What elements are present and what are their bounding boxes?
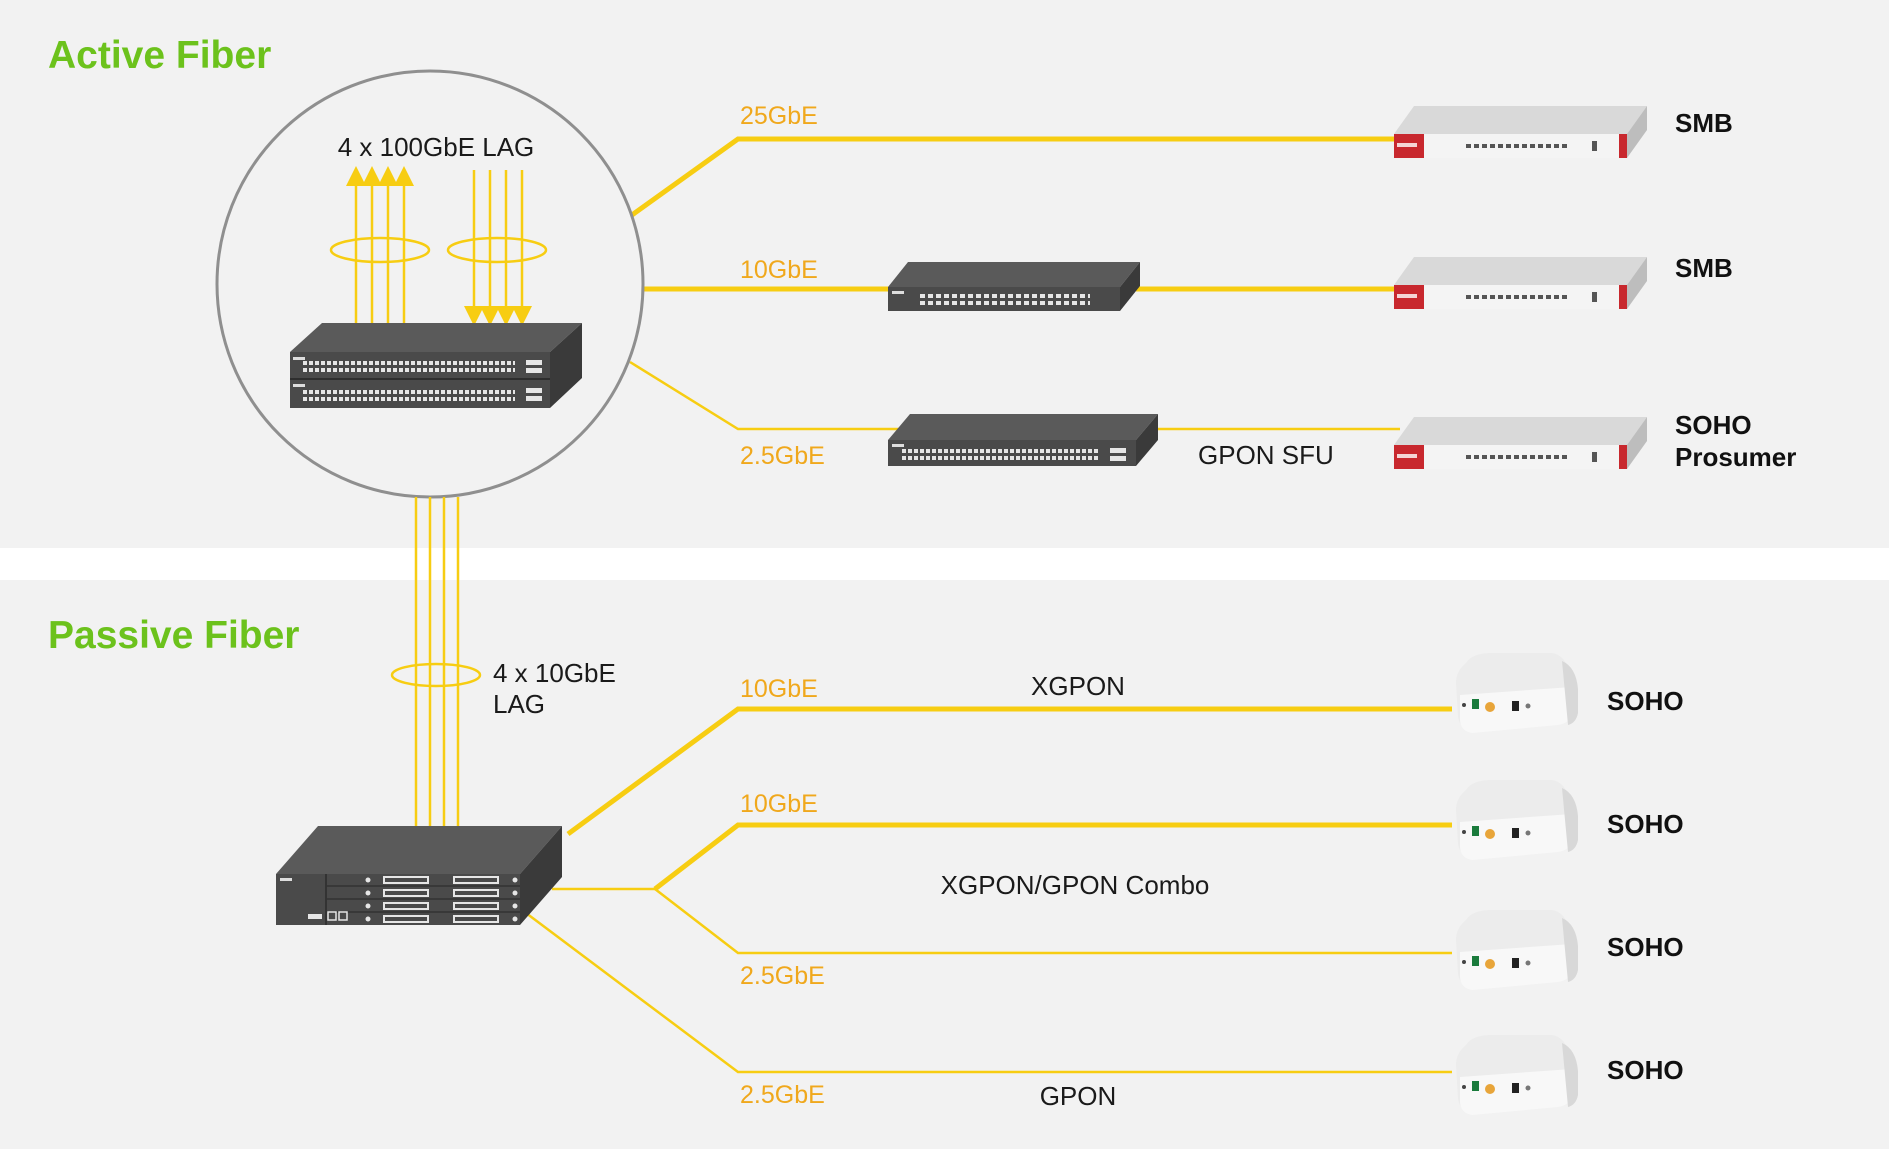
client-label-soho: SOHO [1675,410,1752,440]
access-switch-icon [888,262,1140,311]
lag-up-arrows-icon [346,166,414,324]
gpon-label: GPON [1040,1081,1117,1111]
client-label-soho: SOHO [1607,686,1684,716]
link-2-5gbe [629,360,900,431]
passive-fiber-title: Passive Fiber [48,614,299,657]
speed-label: 2.5GbE [740,962,825,990]
lag-ring-icon [446,236,548,264]
link-xgpon [566,706,1452,837]
client-label-smb: SMB [1675,108,1733,138]
firewall-appliance-icon [1392,415,1649,471]
xgpon-label: XGPON [1031,671,1125,701]
link-combo-2-5gbe [654,888,1452,955]
speed-label: 10GbE [740,675,818,703]
access-switch-icon [888,414,1158,466]
firewall-appliance-icon [1392,255,1649,311]
client-label-soho: SOHO [1607,809,1684,839]
client-label-soho: SOHO [1607,932,1684,962]
ont-router-icon [1456,910,1578,990]
lag-down-arrows-icon [464,170,532,326]
uplink-lag-label: LAG [493,689,545,719]
lag-ring-icon [390,662,482,688]
client-label-soho: SOHO [1607,1055,1684,1085]
uplink-lag-fibers [414,497,460,826]
active-fiber-title: Active Fiber [48,34,271,77]
link-25gbe [630,136,1400,218]
speed-label: 10GbE [740,256,818,284]
link-combo-10gbe [653,822,1452,891]
client-label-smb: SMB [1675,253,1733,283]
gpon-sfu-label: GPON SFU [1198,440,1334,470]
xgpon-gpon-combo-label: XGPON/GPON Combo [941,870,1210,900]
core-lag-label: 4 x 100GbE LAG [338,132,535,162]
speed-label: 25GbE [740,102,818,130]
ont-router-icon [1456,1035,1578,1115]
uplink-lag-label: 4 x 10GbE [493,658,616,688]
client-label-prosumer: Prosumer [1675,442,1796,472]
olt-chassis-icon [276,826,562,925]
speed-label: 2.5GbE [740,1081,825,1109]
firewall-appliance-icon [1392,104,1649,160]
lag-ring-icon [329,236,431,264]
ont-router-icon [1456,780,1578,860]
passive-fiber-panel [0,580,1889,1149]
speed-label: 10GbE [740,790,818,818]
link-gpon [521,909,1452,1074]
ont-router-icon [1456,653,1578,733]
stacked-core-switch-icon [290,323,582,408]
speed-label: 2.5GbE [740,442,825,470]
